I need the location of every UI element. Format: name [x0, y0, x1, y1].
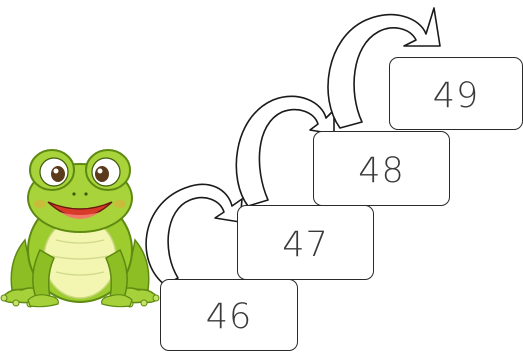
jump-arrow-3 — [327, 7, 441, 129]
number-box-48: 48 — [313, 131, 450, 206]
jump-arrow-2 — [235, 95, 335, 207]
number-label: 49 — [432, 75, 480, 116]
jump-arrow-1 — [145, 183, 243, 286]
number-label: 46 — [205, 297, 253, 337]
number-label: 48 — [358, 150, 405, 191]
frog-icon — [0, 149, 160, 308]
number-box-47: 47 — [237, 205, 374, 280]
number-label: 47 — [282, 224, 329, 265]
number-box-46: 46 — [160, 279, 298, 351]
number-box-49: 49 — [389, 57, 523, 130]
